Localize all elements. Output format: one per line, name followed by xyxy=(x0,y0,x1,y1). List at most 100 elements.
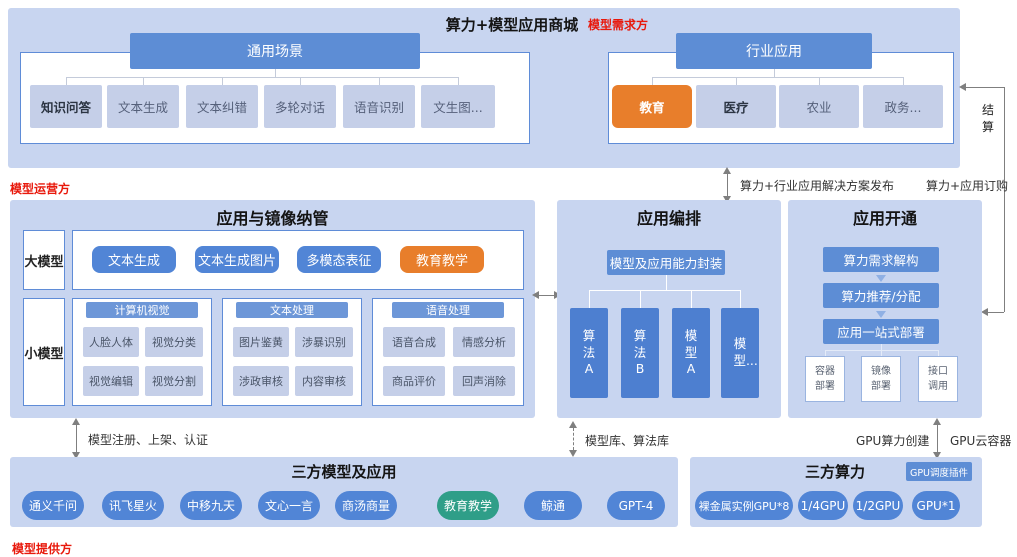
scenario-box: 语音识别 xyxy=(343,85,415,128)
provisioning-title: 应用开通 xyxy=(852,209,917,228)
arrow-model-register xyxy=(76,424,77,454)
arrow-down-icon xyxy=(569,450,577,457)
node-label: 模型A xyxy=(684,327,698,377)
model-capability-pill: 文本生成 xyxy=(92,246,176,273)
model-node: 模型... xyxy=(721,308,759,398)
deploy-mode-box: 接口调用 xyxy=(918,356,958,402)
node-label: 算法A xyxy=(582,327,596,377)
text-group-panel: 文本处理 图片鉴黄 涉暴识别 涉政审核 内容审核 xyxy=(222,298,362,406)
group-item-box: 涉暴识别 xyxy=(295,327,353,357)
connector-line xyxy=(275,69,276,77)
third-model-pill: 文心一言 xyxy=(258,491,320,520)
industry-apps-header: 行业应用 xyxy=(676,33,872,69)
capability-capsule: 模型及应用能力封装 xyxy=(607,250,725,275)
arrow-down-icon xyxy=(72,452,80,459)
settlement-label: 结算 xyxy=(982,103,995,135)
label-app-order: 算力+应用订购 xyxy=(926,179,1009,193)
text-group-header: 文本处理 xyxy=(236,302,348,318)
model-capability-pill: 教育教学 xyxy=(400,246,484,273)
label-model-register: 模型注册、上架、认证 xyxy=(88,433,209,447)
page-title: 算力+模型应用商城 xyxy=(445,16,579,34)
orchestration-panel: 应用编排 模型及应用能力封装 算法A 算法B 模型A 模型... xyxy=(557,200,781,418)
large-model-label: 大模型 xyxy=(24,254,64,270)
step-arrow-icon xyxy=(876,311,886,318)
third-model-pill: 鲸通 xyxy=(524,491,582,520)
connector-line xyxy=(881,344,882,350)
model-capability-pill: 多模态表征 xyxy=(297,246,381,273)
label-model-demand-side: 模型需求方 xyxy=(588,18,649,32)
small-model-label: 小模型 xyxy=(24,346,64,362)
industry-box: 教育 xyxy=(612,85,692,128)
third-models-panel: 三方模型及应用 通义千问 讯飞星火 中移九天 文心一言 商汤商量 教育教学 鲸通… xyxy=(10,457,678,527)
deploy-mode-label: 镜像部署 xyxy=(871,366,891,392)
connector-line xyxy=(691,290,692,308)
label-solution-publish: 算力+行业应用解决方案发布 xyxy=(740,179,895,193)
speech-group-header: 语音处理 xyxy=(392,302,504,318)
connector-line xyxy=(640,290,641,308)
deploy-mode-box: 镜像部署 xyxy=(861,356,901,402)
node-label: 模型... xyxy=(733,336,758,368)
compute-pill: 1/2GPU xyxy=(853,491,903,520)
connector-line xyxy=(652,77,653,85)
industry-box: 医疗 xyxy=(696,85,776,128)
connector-line xyxy=(300,77,301,85)
group-item-box: 视觉分类 xyxy=(145,327,203,357)
arrow-model-library xyxy=(573,428,574,450)
group-item-box: 情感分析 xyxy=(453,327,515,357)
connector-line xyxy=(66,77,67,85)
connector-line xyxy=(819,77,820,85)
third-model-pill: 商汤商量 xyxy=(335,491,397,520)
label-model-library: 模型库、算法库 xyxy=(585,434,670,448)
group-item-box: 涉政审核 xyxy=(233,366,289,396)
connector-line xyxy=(825,350,826,356)
third-model-pill: 通义千问 xyxy=(22,491,84,520)
group-item-box: 人脸人体 xyxy=(83,327,139,357)
arrow-up-icon xyxy=(72,418,80,425)
third-models-title: 三方模型及应用 xyxy=(291,463,397,481)
deploy-mode-label: 容器部署 xyxy=(815,366,835,392)
governance-panel: 应用与镜像纳管 大模型 文本生成 文本生成图片 多模态表征 教育教学 小模型 计… xyxy=(10,200,535,418)
step-arrow-icon xyxy=(876,275,886,282)
arrow-left-icon xyxy=(959,83,966,91)
third-compute-panel: 三方算力 GPU调度插件 裸金属实例GPU*8 1/4GPU 1/2GPU GP… xyxy=(690,457,982,527)
group-item-box: 图片鉴黄 xyxy=(233,327,289,357)
third-model-pill: 中移九天 xyxy=(180,491,242,520)
arrow-up-icon xyxy=(569,421,577,428)
connector-line xyxy=(903,77,904,85)
scenario-box: 文本生成 xyxy=(107,85,179,128)
arrow-solution-publish xyxy=(727,173,728,198)
orchestration-title: 应用编排 xyxy=(636,209,701,228)
gpu-plugin-box: GPU调度插件 xyxy=(906,462,972,481)
third-model-pill: 教育教学 xyxy=(437,491,499,520)
step-bar: 应用一站式部署 xyxy=(823,319,939,344)
large-model-label-box: 大模型 xyxy=(23,230,65,290)
arrow-up-icon xyxy=(933,418,941,425)
arrow-up-icon xyxy=(723,167,731,174)
third-model-pill: 讯飞星火 xyxy=(102,491,164,520)
model-node: 模型A xyxy=(672,308,710,398)
group-item-box: 商品评价 xyxy=(383,366,445,396)
settlement-line xyxy=(966,87,1004,88)
connector-line xyxy=(881,350,882,356)
governance-title: 应用与镜像纳管 xyxy=(216,209,329,228)
connector-line xyxy=(938,350,939,356)
settlement-line xyxy=(988,312,1004,313)
connector-line xyxy=(66,77,458,78)
compute-pill: GPU*1 xyxy=(912,491,960,520)
deploy-mode-label: 接口调用 xyxy=(928,366,948,392)
connector-line xyxy=(589,290,740,291)
scenario-box: 文生图... xyxy=(421,85,495,128)
step-bar: 算力需求解构 xyxy=(823,247,939,272)
arrow-left-icon xyxy=(981,308,988,316)
connector-line xyxy=(379,77,380,85)
connector-line xyxy=(652,77,903,78)
model-capability-pill: 文本生成图片 xyxy=(195,246,279,273)
connector-line xyxy=(143,77,144,85)
arrow-left-icon xyxy=(532,291,539,299)
step-bar: 算力推荐/分配 xyxy=(823,283,939,308)
algorithm-node: 算法B xyxy=(621,308,659,398)
algorithm-node: 算法A xyxy=(570,308,608,398)
scenario-box: 多轮对话 xyxy=(264,85,336,128)
general-scenarios-header: 通用场景 xyxy=(130,33,420,69)
group-item-box: 视觉编辑 xyxy=(83,366,139,396)
